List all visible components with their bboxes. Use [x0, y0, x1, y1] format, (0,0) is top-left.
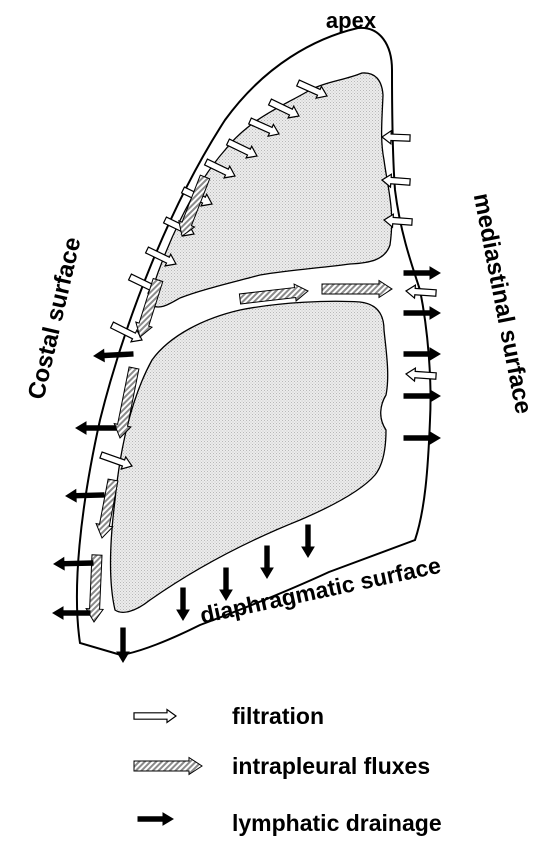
- hatched-arrow-icon: [134, 758, 202, 775]
- legend-label-intrapleural-fluxes: intrapleural fluxes: [232, 753, 430, 779]
- legend-label-lymphatic-drainage: lymphatic drainage: [232, 810, 442, 836]
- costal-surface-label: Costal surface: [23, 235, 87, 402]
- apex-label: apex: [326, 8, 377, 33]
- mediastinal-surface-label: mediastinal surface: [468, 191, 533, 416]
- solid-arrow-icon: [138, 813, 173, 825]
- legend: filtration intrapleural fluxes lymphatic…: [134, 703, 442, 836]
- hollow-arrow-icon: [134, 710, 176, 723]
- legend-label-filtration: filtration: [232, 703, 324, 729]
